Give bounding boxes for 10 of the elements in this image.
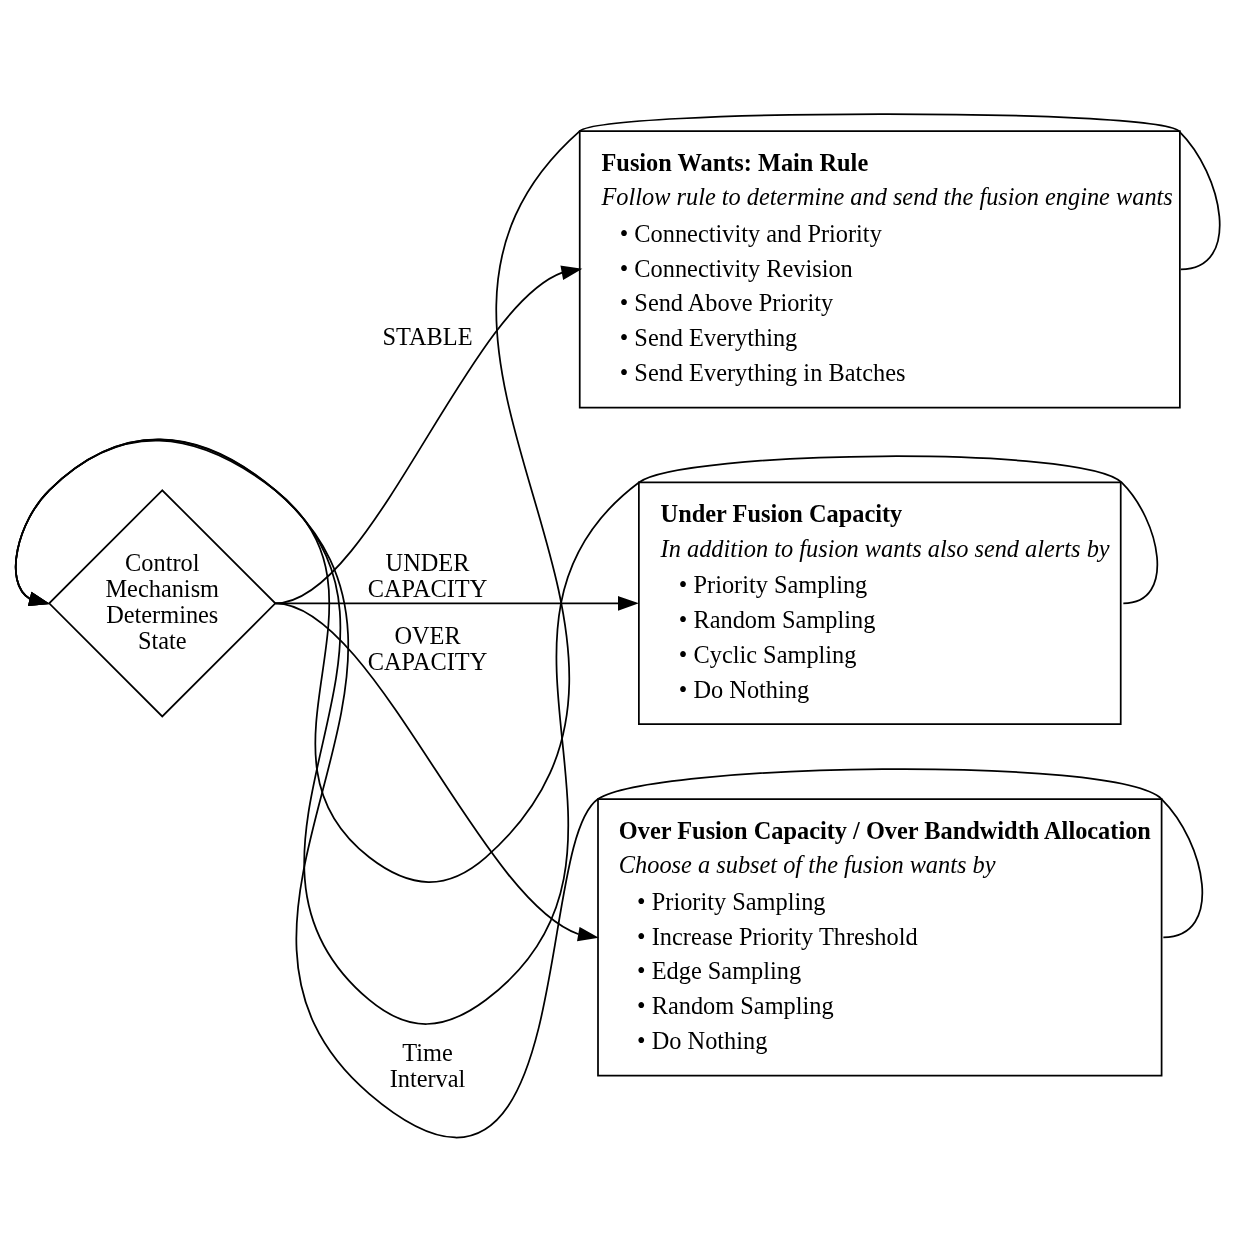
node-diamond: Control Mechanism Determines State xyxy=(47,489,277,718)
arrow xyxy=(274,596,639,611)
node-box: Over Fusion Capacity / Over Bandwidth Allocation Choose a subset of the fusion wants by • Priority Sampling • Increase Priority Threshold • Edge Sampling • Random Sampling • Do Nothing xyxy=(597,798,1163,1077)
edge-label: UNDER CAPACITY xyxy=(367,548,488,602)
edge-label: OVER CAPACITY xyxy=(367,621,488,675)
node-box: Under Fusion Capacity In addition to fusion wants also send alerts by • Priority Sampling • Random Sampling • Cyclic Sampling • Do Nothing xyxy=(638,481,1122,726)
arrow xyxy=(274,602,599,942)
edge-label: Time Interval xyxy=(389,1039,466,1093)
edge-label: STABLE xyxy=(382,322,473,350)
node-box: Fusion Wants: Main Rule Follow rule to determine and send the fusion engine wants • Connectivity and Priority • Connectivity Revision • Send Above Priority • Send Everything • Send Everything in Batches xyxy=(578,130,1181,409)
